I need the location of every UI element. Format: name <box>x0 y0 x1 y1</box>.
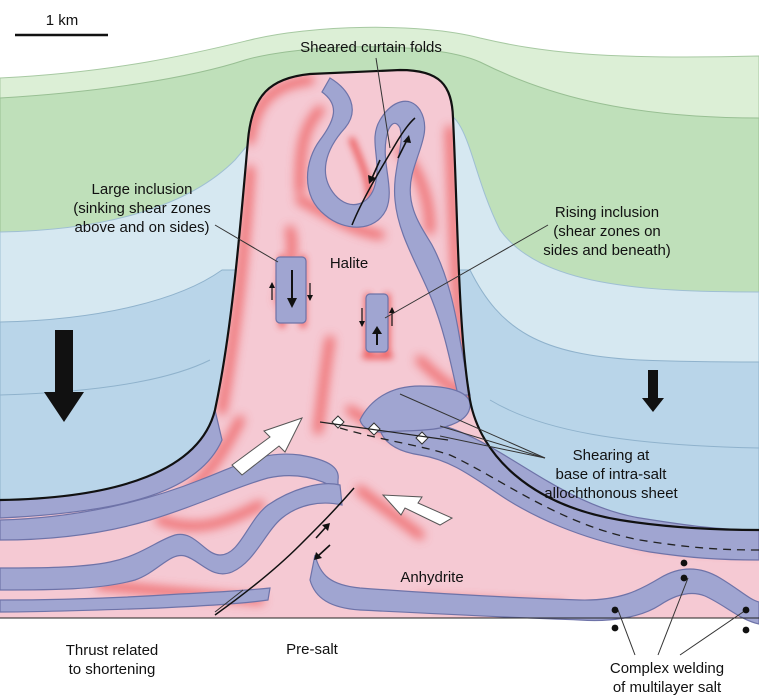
rising-inclusion <box>359 293 395 353</box>
shear-arrows <box>314 135 411 560</box>
curtain-fold-shear <box>351 117 416 226</box>
label-sheared-curtain-folds: Sheared curtain folds <box>300 39 442 56</box>
basal-anhydrite-right <box>309 554 759 625</box>
label-large-inclusion-3: above and on sides) <box>74 219 209 236</box>
flow-arrows <box>231 417 454 526</box>
dashed-line <box>339 427 759 551</box>
label-rising-inclusion-3: sides and beneath) <box>543 242 671 259</box>
thrust-fault <box>214 487 355 616</box>
label-pre-salt: Pre-salt <box>286 641 339 658</box>
label-thrust-1: Thrust related <box>66 642 159 659</box>
leader-lines <box>214 57 747 656</box>
scale-bar-label: 1 km <box>46 12 79 29</box>
label-shearing-1: Shearing at <box>573 447 651 464</box>
large-inclusion <box>269 256 313 324</box>
labels: Sheared curtain folds Large inclusion (s… <box>66 39 724 696</box>
scale-bar: 1 km <box>15 12 108 37</box>
label-shearing-2: base of intra-salt <box>556 466 668 483</box>
salt-outline <box>0 68 759 532</box>
basal-anhydrite-band <box>0 483 343 591</box>
welding-dots <box>611 559 750 634</box>
label-large-inclusion-2: (sinking shear zones <box>73 200 211 217</box>
label-rising-inclusion-2: (shear zones on <box>553 223 661 240</box>
flow-arrow-right <box>381 494 454 526</box>
label-rising-inclusion-1: Rising inclusion <box>555 204 659 221</box>
label-complex-welding-1: Complex welding <box>610 660 724 677</box>
pre-salt-basement <box>0 618 759 700</box>
label-thrust-2: to shortening <box>69 661 156 678</box>
label-complex-welding-2: of multilayer salt <box>613 679 722 696</box>
sheet-base-line <box>319 421 449 441</box>
flow-arrow-left <box>231 417 303 476</box>
allochthonous-sheet <box>359 385 471 433</box>
label-anhydrite: Anhydrite <box>400 569 463 586</box>
subsidence-arrows <box>44 330 664 422</box>
label-shearing-3: allochthonous sheet <box>544 485 678 502</box>
deep-blue-boundary-right <box>489 399 759 449</box>
basal-anhydrite-left <box>0 587 271 613</box>
label-halite: Halite <box>330 255 368 272</box>
faults <box>214 117 416 616</box>
down-arrow-right <box>642 370 664 412</box>
label-large-inclusion-1: Large inclusion <box>92 181 193 198</box>
big-down-arrow-left <box>44 330 84 422</box>
deep-blue-boundary <box>0 359 211 396</box>
